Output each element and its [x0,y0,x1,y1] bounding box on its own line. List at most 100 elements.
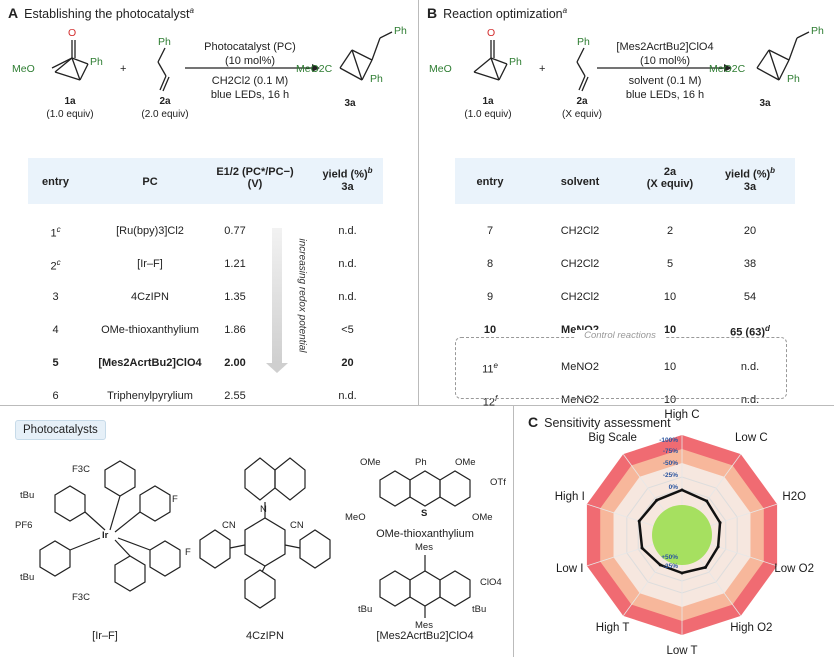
svg-text:N: N [260,504,267,515]
panel-divider-horizontal [0,405,834,406]
radar-axis-label: H2O [782,490,807,503]
b-cell-yield: n.d. [740,394,760,406]
a-cell-e: 2.55 [224,390,246,402]
a-cell-entry: 1c [50,225,61,240]
b-cell-entry: 9 [486,291,494,303]
b-cell-solvent: MeNO2 [561,361,599,373]
a-cell-yield: n.d. [338,390,357,402]
b-cell-x: 10 [663,291,677,303]
b-conditions-bottom: solvent (0.1 M)blue LEDs, 16 h [625,75,705,101]
a-cell-entry-sup: c [56,258,61,267]
radar-axis-label: High T [595,622,630,635]
a-reactant1-label: 1a(1.0 equiv) [46,96,94,120]
b-cell-entry: 8 [486,258,494,270]
svg-text:MeO2C: MeO2C [709,63,746,75]
svg-text:PF6: PF6 [15,520,32,531]
svg-text:OMe: OMe [360,457,381,468]
radar-pct-label: +50% [661,554,678,561]
b-cell-x: 10 [663,361,677,373]
radar-pct-label: -25% [663,563,678,570]
a-cell-pc: Triphenylpyrylium [107,390,193,402]
a-cell-entry: 4 [52,324,59,336]
svg-text:F: F [172,494,178,505]
svg-text:Ph: Ph [509,56,522,68]
b-cell-yield: 38 [743,258,757,270]
b-cell-yield: 20 [743,225,757,237]
panel-b-scheme: MeO O Ph + Ph MeO2C Ph Ph [429,25,824,92]
sensitivity-radar-chart: -100%-75%-50%-25%0%-25%+50% [586,435,778,635]
a-cell-yield: n.d. [338,258,357,270]
radar-point [637,519,641,523]
radar-axis-label: Big Scale [588,431,637,444]
svg-text:F3C: F3C [72,592,90,603]
radar-point [658,563,662,567]
b-cell-yield: 54 [743,291,757,303]
svg-text:Ph: Ph [370,73,383,85]
a-cell-entry: 5 [52,357,59,369]
a-cell-e: 0.77 [224,225,246,237]
svg-text:+: + [539,63,545,75]
a-cell-yield: n.d. [338,225,357,237]
svg-text:tBu: tBu [20,572,34,583]
a-cell-entry: 2c [50,258,61,273]
svg-text:tBu: tBu [472,604,486,615]
a-cell-pc: [Ir–F] [137,258,163,270]
redox-arrow-label: increasing redox potential [296,238,308,353]
b-cell-entry-sup: e [493,361,498,370]
radar-axis-label: Low C [735,431,768,444]
svg-text:MeO: MeO [429,63,452,75]
control-reactions-box [455,337,787,399]
radar-point [680,571,684,575]
b-cell-solvent: CH2Cl2 [560,258,600,270]
radar-point [716,545,720,549]
svg-text:Ph: Ph [394,25,407,37]
pc-name-acridinium: [Mes2AcrtBu2]ClO4 [376,630,474,642]
b-reactant1-label: 1a(1.0 equiv) [464,96,512,120]
a-cell-entry-sup: c [56,225,61,234]
a-th-yield: yield (%)b 3a [322,166,373,193]
radar-pct-label: -75% [663,448,678,455]
svg-text:F3C: F3C [72,464,90,475]
a-cell-e: 2.00 [224,357,246,369]
b-cell-solvent: MeNO2 [561,394,599,406]
panel-divider-vertical [418,0,419,405]
radar-pct-label: -50% [663,460,678,467]
svg-text:Mes: Mes [415,620,433,631]
svg-text:Ph: Ph [90,56,103,68]
photocatalysts-header: Photocatalysts [15,420,106,440]
a-conditions-top: Photocatalyst (PC)(10 mol%) [204,41,296,67]
svg-text:F: F [185,547,191,558]
a-cell-pc: OMe-thioxanthylium [101,324,199,336]
svg-text:Ph: Ph [415,457,427,468]
svg-text:ClO4: ClO4 [480,577,502,588]
a-cell-pc: 4CzIPN [131,291,169,303]
radar-point [680,488,684,492]
svg-text:Ph: Ph [158,36,171,48]
radar-point [705,499,709,503]
a-cell-yield: n.d. [338,291,357,303]
radar-pct-label: -25% [663,472,678,479]
svg-text:tBu: tBu [20,490,34,501]
radar-pct-label: -100% [659,437,678,444]
panel-divider-bottom [513,405,514,657]
svg-text:MeO2C: MeO2C [296,63,333,75]
b-product-label: 3a [759,98,771,109]
svg-text:O: O [68,27,76,39]
a-cell-pc: [Mes2AcrtBu2]ClO4 [98,357,202,369]
b-cell-x: 10 [663,394,677,406]
a-th-e: E1/2 (PC*/PC−)(V) [216,166,294,190]
a-cell-yield: 20 [341,357,354,369]
svg-text:MeO: MeO [12,63,35,75]
svg-text:OMe: OMe [455,457,476,468]
a-th-pc: PC [142,176,158,188]
b-cell-x: 2 [666,225,674,237]
a-cell-entry: 3 [52,291,59,303]
radar-point [704,565,708,569]
radar-axis-label: Low I [556,563,584,576]
svg-text:tBu: tBu [358,604,372,615]
b-table-header [455,158,795,204]
b-th-yield: yield (%)b 3a [724,166,776,193]
svg-text:Ir: Ir [102,530,109,541]
b-cell-yield: n.d. [740,361,760,373]
